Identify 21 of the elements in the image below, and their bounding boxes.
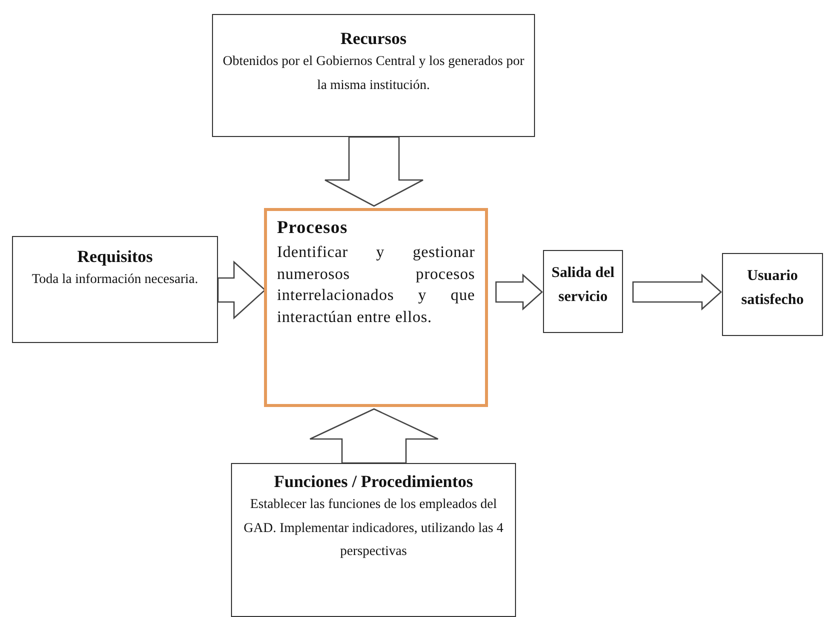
text-box [722,253,823,336]
block-arrow [324,136,424,207]
block-arrow [309,408,439,464]
block-arrow [632,274,722,310]
box-description: Obtenidos por el Gobiernos Central y los generados por la misma institución. [222,52,526,94]
box-description: Establecer las funciones de los empleados del GAD. Implementar indicadores, utilizando las 4 perspectivas [242,495,504,560]
text-box [231,463,516,617]
box-description: Toda la información necesaria. [30,270,200,288]
box-heading: Funciones / Procedimientos [273,472,474,492]
block-arrow [217,260,266,320]
box-heading: Requisitos [76,247,154,267]
box-heading: Procesos [277,217,349,238]
text-box [12,236,218,343]
box-heading: Usuario satisfecho [740,267,805,310]
process-box [264,208,488,407]
box-description: Identificar y gestionar numerosos procesos interrelacionados y que interactúan entre ellos. [277,243,475,328]
text-box [543,250,623,333]
block-arrow [495,274,543,310]
box-heading: Salida del servicio [550,264,616,307]
text-box [212,14,535,137]
box-heading: Recursos [339,29,408,49]
